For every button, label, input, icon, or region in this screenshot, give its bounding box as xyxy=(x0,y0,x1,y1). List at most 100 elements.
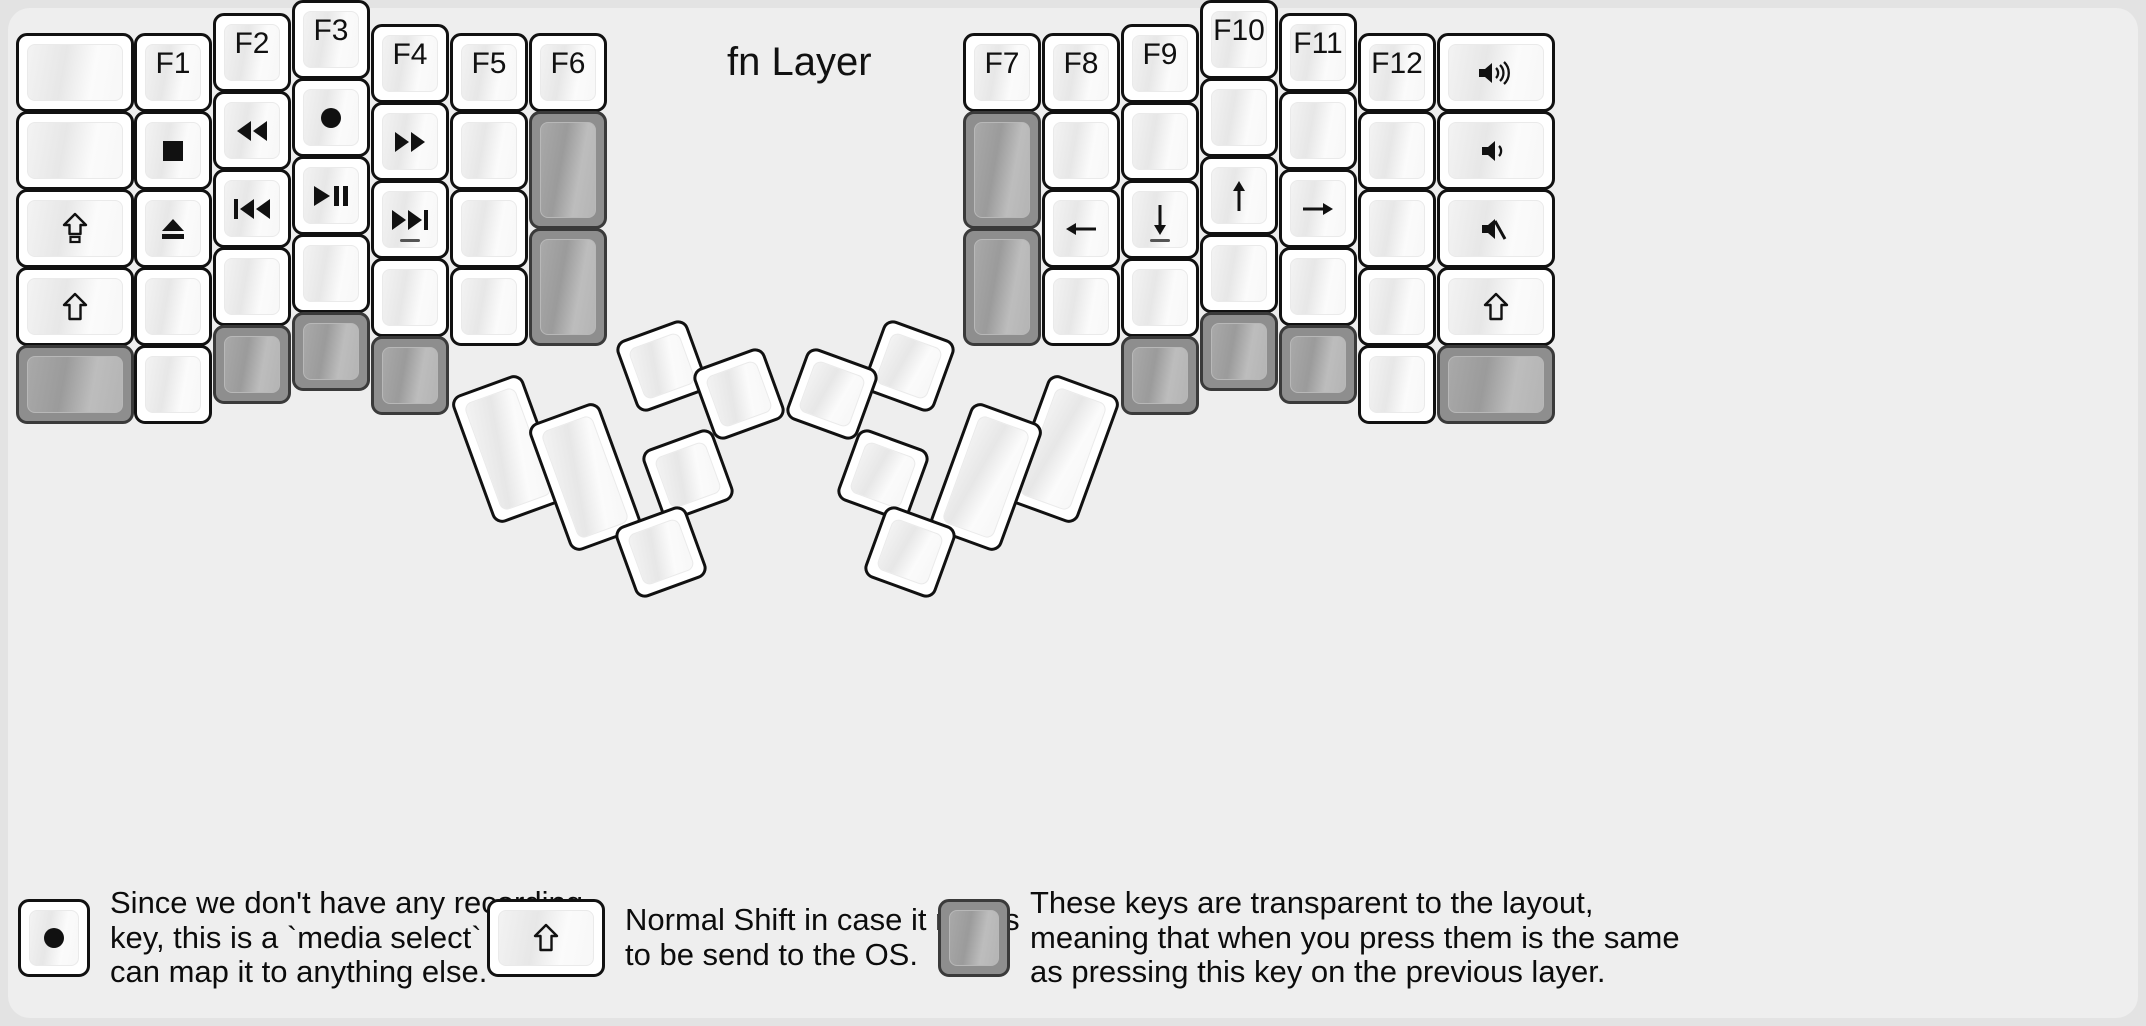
col-outer-right-key-3[interactable] xyxy=(1437,189,1555,268)
col-f2-key-2[interactable] xyxy=(213,91,291,170)
thumb-l-5[interactable] xyxy=(639,426,737,524)
col-f7-key-3[interactable] xyxy=(963,228,1041,346)
col-f6-key-3[interactable] xyxy=(529,228,607,346)
col-f4-key-1[interactable]: F4 xyxy=(371,24,449,103)
col-f11-key-5[interactable] xyxy=(1279,325,1357,404)
col-f3-key-1[interactable]: F3 xyxy=(292,0,370,79)
keycap-face xyxy=(1053,200,1109,257)
col-f1-key-4[interactable] xyxy=(134,267,212,346)
keycap-face xyxy=(29,910,79,966)
keycap-face xyxy=(941,414,1031,540)
keycap-face xyxy=(874,331,944,401)
homing-indicator xyxy=(400,239,420,242)
shift-icon xyxy=(62,292,88,322)
col-f8-key-2[interactable] xyxy=(1042,111,1120,190)
col-f8-key-4[interactable] xyxy=(1042,267,1120,346)
col-f2-key-5[interactable] xyxy=(213,325,291,404)
keycap-face xyxy=(1290,336,1346,393)
col-f9-key-3[interactable] xyxy=(1121,180,1199,259)
key-label: F1 xyxy=(155,47,191,80)
col-f3-key-4[interactable] xyxy=(292,234,370,313)
col-f2-key-1[interactable]: F2 xyxy=(213,13,291,92)
col-f4-key-4[interactable] xyxy=(371,258,449,337)
key-label: F12 xyxy=(1371,47,1423,80)
col-f9-key-5[interactable] xyxy=(1121,336,1199,415)
col-f5-key-1[interactable]: F5 xyxy=(450,33,528,112)
col-f4-key-5[interactable] xyxy=(371,336,449,415)
col-f10-key-5[interactable] xyxy=(1200,312,1278,391)
col-f1-key-2[interactable] xyxy=(134,111,212,190)
col-f12-key-2[interactable] xyxy=(1358,111,1436,190)
col-f10-key-2[interactable] xyxy=(1200,78,1278,157)
keycap-face xyxy=(1211,89,1267,146)
col-f9-key-1[interactable]: F9 xyxy=(1121,24,1199,103)
keycap-face xyxy=(145,356,201,413)
keycap-face xyxy=(1211,245,1267,302)
col-outer-right-key-5[interactable] xyxy=(1437,345,1555,424)
col-f3-key-5[interactable] xyxy=(292,312,370,391)
col-f10-key-1[interactable]: F10 xyxy=(1200,0,1278,79)
col-f11-key-4[interactable] xyxy=(1279,247,1357,326)
col-f11-key-2[interactable] xyxy=(1279,91,1357,170)
keycap-face: F10 xyxy=(1211,11,1267,68)
col-f1-key-5[interactable] xyxy=(134,345,212,424)
col-outer-right-key-4[interactable] xyxy=(1437,267,1555,346)
keycap-face: F2 xyxy=(224,24,280,81)
thumb-r-3[interactable] xyxy=(860,317,958,415)
media-stop-icon xyxy=(160,138,186,164)
media-play-pause-icon xyxy=(312,184,350,208)
col-f12-key-4[interactable] xyxy=(1358,267,1436,346)
col-outer-left-key-1[interactable] xyxy=(16,33,134,112)
col-f10-key-3[interactable] xyxy=(1200,156,1278,235)
keycap-face xyxy=(974,122,1030,218)
col-f1-key-3[interactable] xyxy=(134,189,212,268)
keycap-face xyxy=(1290,102,1346,159)
col-f8-key-3[interactable] xyxy=(1042,189,1120,268)
col-outer-left-key-2[interactable] xyxy=(16,111,134,190)
shift-icon xyxy=(533,923,559,953)
keycap-face xyxy=(627,331,697,401)
col-f12-key-3[interactable] xyxy=(1358,189,1436,268)
col-f12-key-1[interactable]: F12 xyxy=(1358,33,1436,112)
col-f3-key-2[interactable] xyxy=(292,78,370,157)
legend-shift-sample-key[interactable] xyxy=(487,899,605,977)
col-f11-key-3[interactable] xyxy=(1279,169,1357,248)
col-outer-left-key-5[interactable] xyxy=(16,345,134,424)
col-f3-key-3[interactable] xyxy=(292,156,370,235)
col-f5-key-3[interactable] xyxy=(450,189,528,268)
thumb-l-3[interactable] xyxy=(613,317,711,415)
col-f9-key-4[interactable] xyxy=(1121,258,1199,337)
col-f9-key-2[interactable] xyxy=(1121,102,1199,181)
col-f6-key-1[interactable]: F6 xyxy=(529,33,607,112)
col-f7-key-2[interactable] xyxy=(963,111,1041,229)
legend-area: Since we don't have any recording key, t… xyxy=(0,860,2146,1026)
col-f2-key-3[interactable] xyxy=(213,169,291,248)
legend-transparent-sample-key[interactable] xyxy=(938,899,1010,977)
keycap-face xyxy=(145,278,201,335)
keycap-face: F11 xyxy=(1290,24,1346,81)
keycap-face xyxy=(382,191,438,248)
keycap-face xyxy=(303,323,359,380)
col-f5-key-2[interactable] xyxy=(450,111,528,190)
col-f10-key-4[interactable] xyxy=(1200,234,1278,313)
col-f1-key-1[interactable]: F1 xyxy=(134,33,212,112)
col-f8-key-1[interactable]: F8 xyxy=(1042,33,1120,112)
col-f11-key-1[interactable]: F11 xyxy=(1279,13,1357,92)
keycap-face xyxy=(224,180,280,237)
media-prev-track-icon xyxy=(232,197,272,221)
col-outer-left-key-4[interactable] xyxy=(16,267,134,346)
col-f4-key-2[interactable] xyxy=(371,102,449,181)
col-outer-right-key-1[interactable] xyxy=(1437,33,1555,112)
media-next-track-icon xyxy=(390,208,430,232)
col-outer-left-key-3[interactable] xyxy=(16,189,134,268)
col-f12-key-5[interactable] xyxy=(1358,345,1436,424)
col-f4-key-3[interactable] xyxy=(371,180,449,259)
thumb-r-5[interactable] xyxy=(834,426,932,524)
col-outer-right-key-2[interactable] xyxy=(1437,111,1555,190)
col-f7-key-1[interactable]: F7 xyxy=(963,33,1041,112)
col-f6-key-2[interactable] xyxy=(529,111,607,229)
col-f5-key-4[interactable] xyxy=(450,267,528,346)
legend-record-sample-key[interactable] xyxy=(18,899,90,977)
thumb-l-4[interactable] xyxy=(690,345,788,443)
col-f2-key-4[interactable] xyxy=(213,247,291,326)
